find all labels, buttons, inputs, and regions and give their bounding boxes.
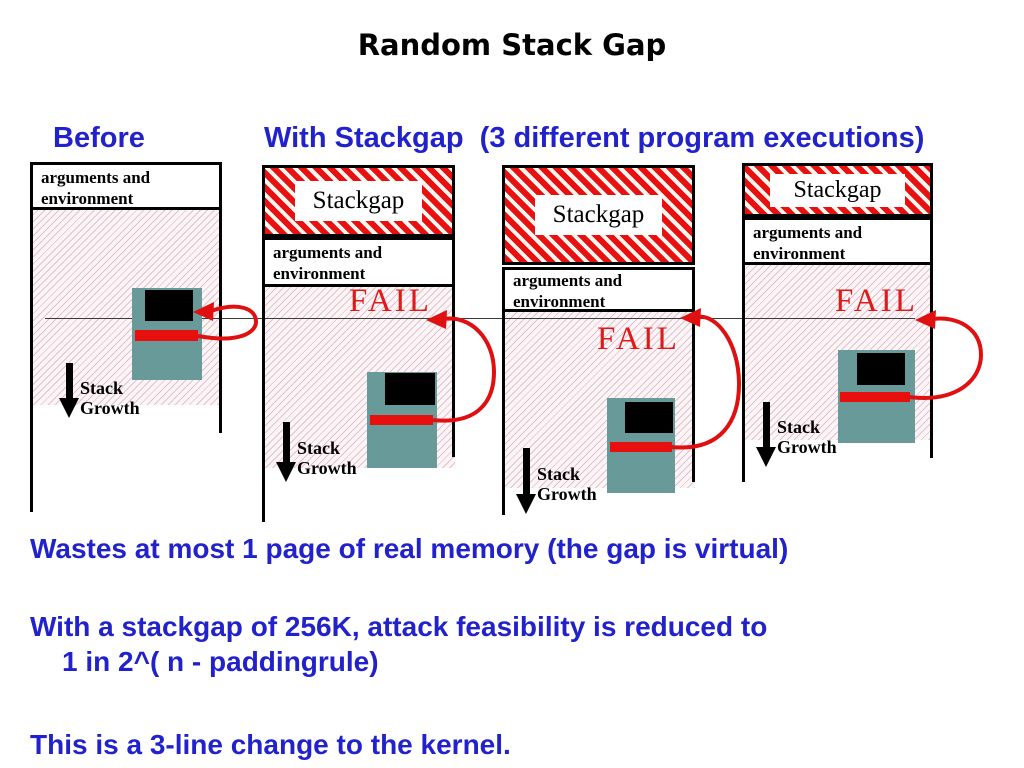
fixed-target-address-line xyxy=(45,318,915,319)
stack-growth-label: Stack Growth xyxy=(777,417,837,457)
column-border-left xyxy=(262,287,265,522)
redirect-arrow-icon xyxy=(426,310,497,423)
column-border-right xyxy=(692,312,695,482)
arguments-environment-box: arguments and environment xyxy=(30,162,222,210)
stackgap-box: Stackgap xyxy=(502,165,695,265)
note-kernel-change: This is a 3-line change to the kernel. xyxy=(30,729,511,760)
stack-growth-word2: Growth xyxy=(80,398,140,418)
column-border-left xyxy=(742,265,745,482)
fail-label: FAIL xyxy=(349,283,432,319)
stack-growth-word1: Stack xyxy=(297,438,341,458)
monitor-icon xyxy=(367,372,437,468)
arguments-environment-label: arguments and environment xyxy=(513,271,623,311)
overwritten-return-address-bar xyxy=(370,415,433,425)
stackgap-box: Stackgap xyxy=(742,163,933,217)
monitor-icon xyxy=(607,398,675,493)
column-border-right xyxy=(219,210,222,433)
stackgap-label: Stackgap xyxy=(294,181,423,221)
fail-label: FAIL xyxy=(597,321,680,357)
arguments-environment-label: arguments and environment xyxy=(273,243,383,283)
redirect-arrow-icon xyxy=(908,310,984,400)
stack-growth-word2: Growth xyxy=(777,437,837,457)
stack-growth-word2: Growth xyxy=(537,484,597,504)
overwritten-return-address-bar xyxy=(840,392,910,402)
note-memory-waste: Wastes at most 1 page of real memory (th… xyxy=(30,533,789,564)
monitor-icon xyxy=(132,288,202,380)
stackgap-box: Stackgap xyxy=(262,165,455,237)
fail-label: FAIL xyxy=(835,283,918,319)
arguments-environment-box: arguments and environment xyxy=(502,267,695,312)
note-feasibility-line2: 1 in 2^( n - paddingrule) xyxy=(62,646,379,677)
stackgap-label: Stackgap xyxy=(534,195,663,235)
arguments-environment-label: arguments and environment xyxy=(753,223,863,263)
stackgap-label: Stackgap xyxy=(769,173,906,207)
column-border-left xyxy=(502,312,505,515)
redirect-arrow-icon xyxy=(670,308,742,450)
monitor-screen xyxy=(385,373,435,405)
overwritten-return-address-bar xyxy=(135,330,198,341)
stack-growth-word1: Stack xyxy=(777,417,821,437)
column-border-left xyxy=(30,210,33,512)
arguments-environment-label: arguments and environment xyxy=(41,168,151,208)
monitor-screen xyxy=(625,402,673,433)
note-feasibility-line1: With a stackgap of 256K, attack feasibil… xyxy=(30,611,768,642)
slide-title: Random Stack Gap xyxy=(357,28,667,62)
before-label: Before xyxy=(53,122,145,154)
monitor-icon xyxy=(838,350,915,443)
with-stackgap-label: With Stackgap (3 different program execu… xyxy=(264,122,925,154)
arguments-environment-box: arguments and environment xyxy=(742,217,933,265)
stack-growth-word2: Growth xyxy=(297,458,357,478)
column-border-right xyxy=(452,287,455,457)
stack-growth-label: Stack Growth xyxy=(537,464,597,504)
stack-growth-arrow-icon xyxy=(756,402,776,467)
stack-growth-word1: Stack xyxy=(80,378,124,398)
redirect-arrow-icon xyxy=(193,302,259,341)
stack-growth-label: Stack Growth xyxy=(80,378,140,418)
overwritten-return-address-bar xyxy=(610,442,672,452)
monitor-screen xyxy=(857,353,905,385)
stack-growth-arrow-icon xyxy=(276,422,296,482)
monitor-screen xyxy=(145,290,193,321)
stack-growth-arrow-icon xyxy=(59,363,79,418)
stack-growth-label: Stack Growth xyxy=(297,438,357,478)
column-border-right xyxy=(930,265,933,458)
stack-growth-arrow-icon xyxy=(516,448,536,514)
arguments-environment-box: arguments and environment xyxy=(262,237,455,287)
stack-growth-word1: Stack xyxy=(537,464,581,484)
